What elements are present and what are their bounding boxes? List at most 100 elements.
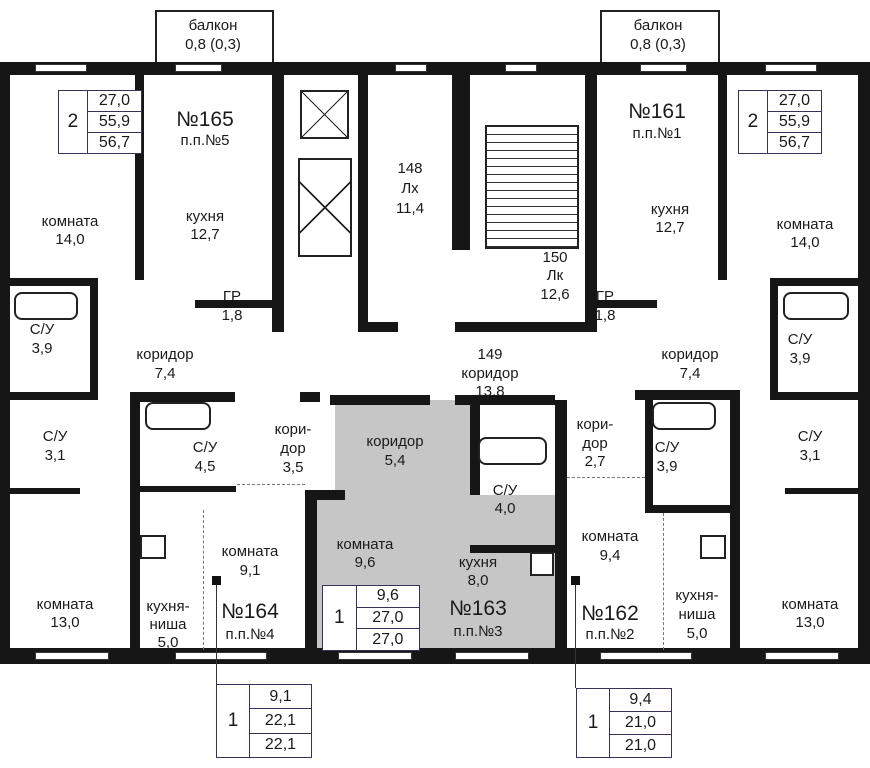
wall (300, 392, 320, 402)
wall (305, 490, 317, 652)
zone-divider (663, 513, 664, 650)
apartment-position: п.п.№1 (632, 125, 682, 142)
wall (368, 322, 398, 332)
room-number: 150 (542, 249, 568, 266)
room-name: С/У (654, 439, 680, 456)
wall (0, 62, 870, 75)
bathtub-icon (652, 402, 716, 430)
room-name: дор (280, 440, 306, 457)
total-area-with-balcony: 56,7 (778, 134, 810, 151)
apartment-164-marker (212, 576, 221, 585)
room-name: коридор (366, 433, 424, 450)
wall (470, 545, 555, 553)
room-name: кухня- (675, 587, 719, 604)
balcony-area: 0,8 (0,3) (185, 36, 241, 53)
balcony-right (600, 10, 720, 64)
balcony-label: балкон (188, 17, 238, 34)
wall (136, 486, 236, 492)
room-area: 3,9 (789, 350, 811, 367)
total-area: 55,9 (767, 112, 821, 133)
bathtub-icon (478, 437, 547, 465)
apartment-position: п.п.№5 (180, 132, 230, 149)
wall (645, 400, 653, 510)
room-area: 12,7 (655, 219, 685, 236)
wall (358, 62, 368, 332)
wall (195, 300, 275, 308)
room-number: 148 (397, 160, 423, 177)
room-area: 1,8 (594, 307, 616, 324)
wall (585, 62, 597, 332)
window (765, 652, 839, 660)
elevator-icon (298, 158, 352, 257)
window (175, 64, 222, 72)
bathtub-icon (145, 402, 211, 430)
wall (770, 278, 858, 286)
window (338, 652, 412, 660)
apartment-163-highlight[interactable] (335, 400, 470, 500)
room-area: 13,8 (475, 383, 505, 400)
room-area: 1,8 (221, 307, 243, 324)
leader-line (575, 585, 576, 688)
room-area: 8,0 (467, 572, 489, 589)
wall (10, 278, 90, 286)
room-area: 3,5 (282, 459, 304, 476)
wall (10, 488, 80, 494)
room-name: ниша (678, 606, 716, 623)
window (35, 652, 109, 660)
wall (455, 395, 555, 405)
room-area: 11,4 (395, 200, 425, 217)
wall (305, 490, 345, 500)
living-area: 9,1 (249, 685, 311, 710)
total-area-with-balcony: 22,1 (264, 736, 297, 754)
room-area: 3,9 (656, 458, 678, 475)
wall (135, 62, 144, 280)
room-area: 3,9 (31, 340, 53, 357)
wall (645, 505, 730, 513)
wall (90, 278, 98, 400)
room-area: 2,7 (584, 453, 606, 470)
room-name: комната (776, 216, 834, 233)
room-area: 7,4 (154, 365, 176, 382)
total-area-with-balcony: 27,0 (372, 630, 404, 648)
room-name: С/У (29, 321, 55, 338)
apartment-number: №161 (628, 100, 686, 123)
room-name: комната (336, 536, 394, 553)
apartment-number: №165 (176, 108, 234, 131)
wall (455, 322, 585, 332)
room-count: 1 (217, 685, 250, 757)
room-name: кухня- (146, 598, 190, 615)
room-name: кухня (185, 208, 225, 225)
wall (770, 278, 778, 400)
apartment-number: №163 (449, 597, 507, 620)
room-area: 3,1 (799, 447, 821, 464)
room-name: комната (36, 596, 94, 613)
apartment-position: п.п.№3 (453, 623, 503, 640)
room-area: 14,0 (790, 234, 820, 251)
wall (597, 300, 657, 308)
room-area: 5,4 (384, 452, 406, 469)
total-area: 22,1 (249, 709, 311, 734)
room-count: 1 (323, 586, 357, 650)
room-number: 149 (477, 346, 503, 363)
balcony-label: балкон (633, 17, 683, 34)
zone-divider (237, 484, 305, 485)
wall (470, 405, 480, 495)
room-name: дор (582, 435, 608, 452)
room-count: 1 (577, 689, 610, 757)
wall (635, 390, 730, 400)
apartment-number: №162 (581, 602, 639, 625)
wall (272, 62, 284, 332)
room-area: 13,0 (795, 614, 825, 631)
room-area: 5,0 (157, 634, 179, 651)
wall (785, 488, 858, 494)
apartment-number: №164 (221, 600, 279, 623)
room-area: 9,1 (239, 562, 261, 579)
wall (0, 62, 10, 664)
room-name: ниша (149, 616, 187, 633)
